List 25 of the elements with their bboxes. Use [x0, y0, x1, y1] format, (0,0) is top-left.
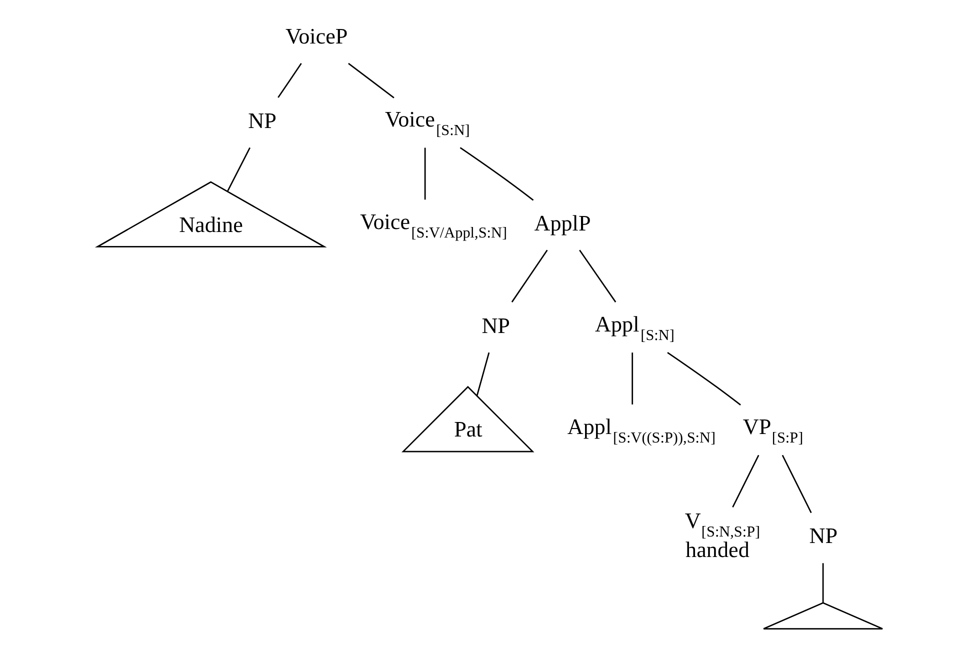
- connector: [348, 62, 394, 98]
- connector: [579, 250, 616, 302]
- node-text: NP: [809, 523, 838, 548]
- connector: [667, 352, 741, 406]
- connector: [278, 63, 302, 98]
- node-text: V$_{[S:N,S:P]}$ handed: [684, 508, 760, 562]
- connector: [460, 147, 534, 201]
- connector: [732, 454, 760, 508]
- connector: [226, 147, 250, 192]
- connector: [782, 454, 812, 514]
- connector: [511, 250, 548, 302]
- node-text: Voice$_{[S:V/Appl,S:N]}$: [360, 209, 508, 242]
- connector: [822, 563, 824, 603]
- node-text: Appl$_{[S:N]}$: [595, 311, 674, 344]
- node-text: VoiceP: [285, 24, 348, 49]
- node-text: Voice$_{[S:N]}$: [384, 106, 470, 140]
- node-text: VP$_{[S:P]}$: [742, 414, 804, 446]
- node-text: NP: [482, 312, 510, 338]
- node-triangle: [762, 602, 884, 630]
- connector: [632, 352, 634, 404]
- connector: [424, 148, 426, 200]
- connector: [476, 352, 490, 396]
- node-text: NP: [248, 108, 276, 133]
- node-text: Appl$_{[S:V((S:P)),S:N]}$: [567, 414, 716, 446]
- node-text: ApplP: [534, 210, 591, 236]
